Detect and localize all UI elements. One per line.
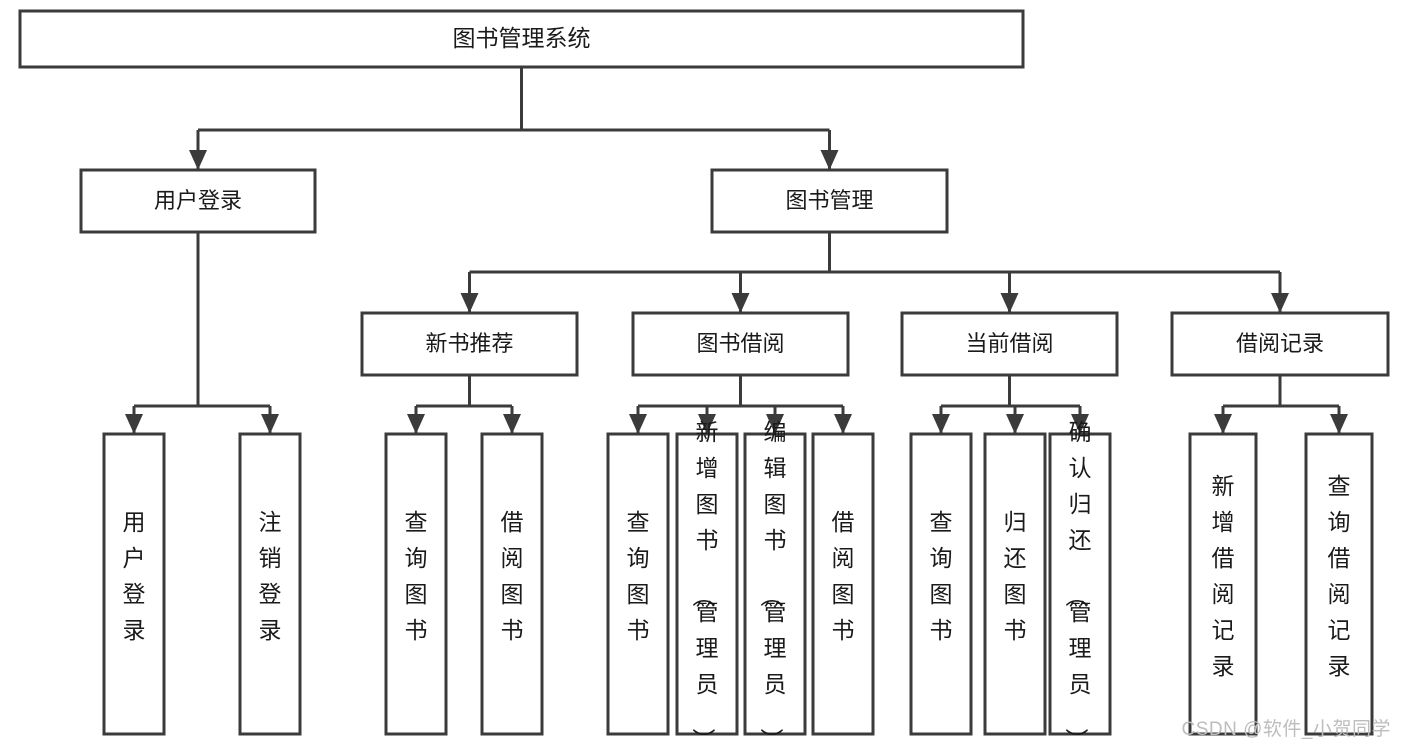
node-leaf-查询借阅记录[interactable]: 查询借阅记录 — [1304, 432, 1374, 736]
node-leaf-新增图书（管理员）[interactable]: 新增图书（管理员） — [675, 419, 739, 747]
arrow-to-leaf — [1214, 414, 1232, 434]
arrow-to-leaf — [1071, 414, 1089, 434]
node-level2-图书管理[interactable]: 图书管理 — [710, 168, 949, 234]
arrow-to-leaf — [407, 414, 425, 434]
arrow-to-leaf — [1006, 414, 1024, 434]
node-label: 查询图书 — [405, 509, 428, 643]
node-label: 编辑图书（管理员） — [759, 419, 787, 747]
node-label: 当前借阅 — [965, 331, 1053, 356]
node-label: 查询图书 — [627, 509, 650, 643]
node-label: 借阅记录 — [1236, 331, 1324, 356]
connector-layer — [125, 67, 1348, 434]
arrow-to-leaf — [629, 414, 647, 434]
node-leaf-归还图书[interactable]: 归还图书 — [983, 432, 1047, 736]
node-leaf-借阅图书[interactable]: 借阅图书 — [480, 432, 544, 736]
node-level3-新书推荐[interactable]: 新书推荐 — [360, 311, 579, 377]
node-level2-用户登录[interactable]: 用户登录 — [79, 168, 317, 234]
node-root-图书管理系统[interactable]: 图书管理系统 — [18, 9, 1025, 69]
node-label: 新增图书（管理员） — [691, 419, 719, 747]
node-level3-图书借阅[interactable]: 图书借阅 — [631, 311, 850, 377]
node-label: 注销登录 — [259, 509, 282, 643]
node-leaf-确认归还（管理员）[interactable]: 确认归还（管理员） — [1048, 419, 1112, 747]
node-label: 确认归还（管理员） — [1064, 419, 1092, 747]
node-label: 用户登录 — [123, 509, 146, 643]
node-label: 新增借阅记录 — [1212, 473, 1235, 679]
node-leaf-编辑图书（管理员）[interactable]: 编辑图书（管理员） — [743, 419, 807, 747]
node-label: 查询图书 — [930, 509, 953, 643]
node-leaf-查询图书[interactable]: 查询图书 — [606, 432, 670, 736]
arrow-to-level2 — [189, 150, 207, 170]
arrow-to-level3 — [1000, 293, 1019, 313]
watermark-label: CSDN @软件_小贺同学 — [1181, 719, 1391, 740]
arrow-to-leaf — [125, 414, 143, 434]
node-label: 借阅图书 — [501, 509, 524, 643]
arrow-to-leaf — [766, 414, 784, 434]
node-label: 图书借阅 — [696, 331, 784, 356]
node-label: 新书推荐 — [425, 331, 513, 356]
arrow-to-leaf — [698, 414, 716, 434]
node-leaf-查询图书[interactable]: 查询图书 — [384, 432, 448, 736]
node-label: 归还图书 — [1004, 509, 1027, 643]
arrow-to-level2 — [820, 150, 839, 170]
arrow-to-level3 — [460, 293, 479, 313]
node-leaf-借阅图书[interactable]: 借阅图书 — [811, 432, 875, 736]
node-label: 借阅图书 — [832, 509, 855, 643]
node-leaf-查询图书[interactable]: 查询图书 — [909, 432, 973, 736]
node-leaf-注销登录[interactable]: 注销登录 — [238, 432, 302, 736]
arrow-to-leaf — [932, 414, 950, 434]
arrow-to-level3 — [1271, 293, 1289, 313]
arrow-to-level3 — [731, 293, 750, 313]
arrow-to-leaf — [503, 414, 521, 434]
node-layer: 图书管理系统用户登录图书管理新书推荐图书借阅当前借阅借阅记录用户登录注销登录查询… — [18, 9, 1390, 747]
arrow-to-leaf — [261, 414, 279, 434]
arrow-to-leaf — [834, 414, 852, 434]
node-level3-当前借阅[interactable]: 当前借阅 — [900, 311, 1119, 377]
arrow-to-leaf — [1330, 414, 1348, 434]
node-label: 图书管理系统 — [453, 25, 591, 51]
node-label: 用户登录 — [154, 188, 242, 213]
node-leaf-新增借阅记录[interactable]: 新增借阅记录 — [1188, 432, 1258, 736]
node-level3-借阅记录[interactable]: 借阅记录 — [1170, 311, 1390, 377]
node-label: 图书管理 — [785, 188, 873, 213]
node-leaf-用户登录[interactable]: 用户登录 — [102, 432, 166, 736]
node-label: 查询借阅记录 — [1328, 473, 1351, 679]
